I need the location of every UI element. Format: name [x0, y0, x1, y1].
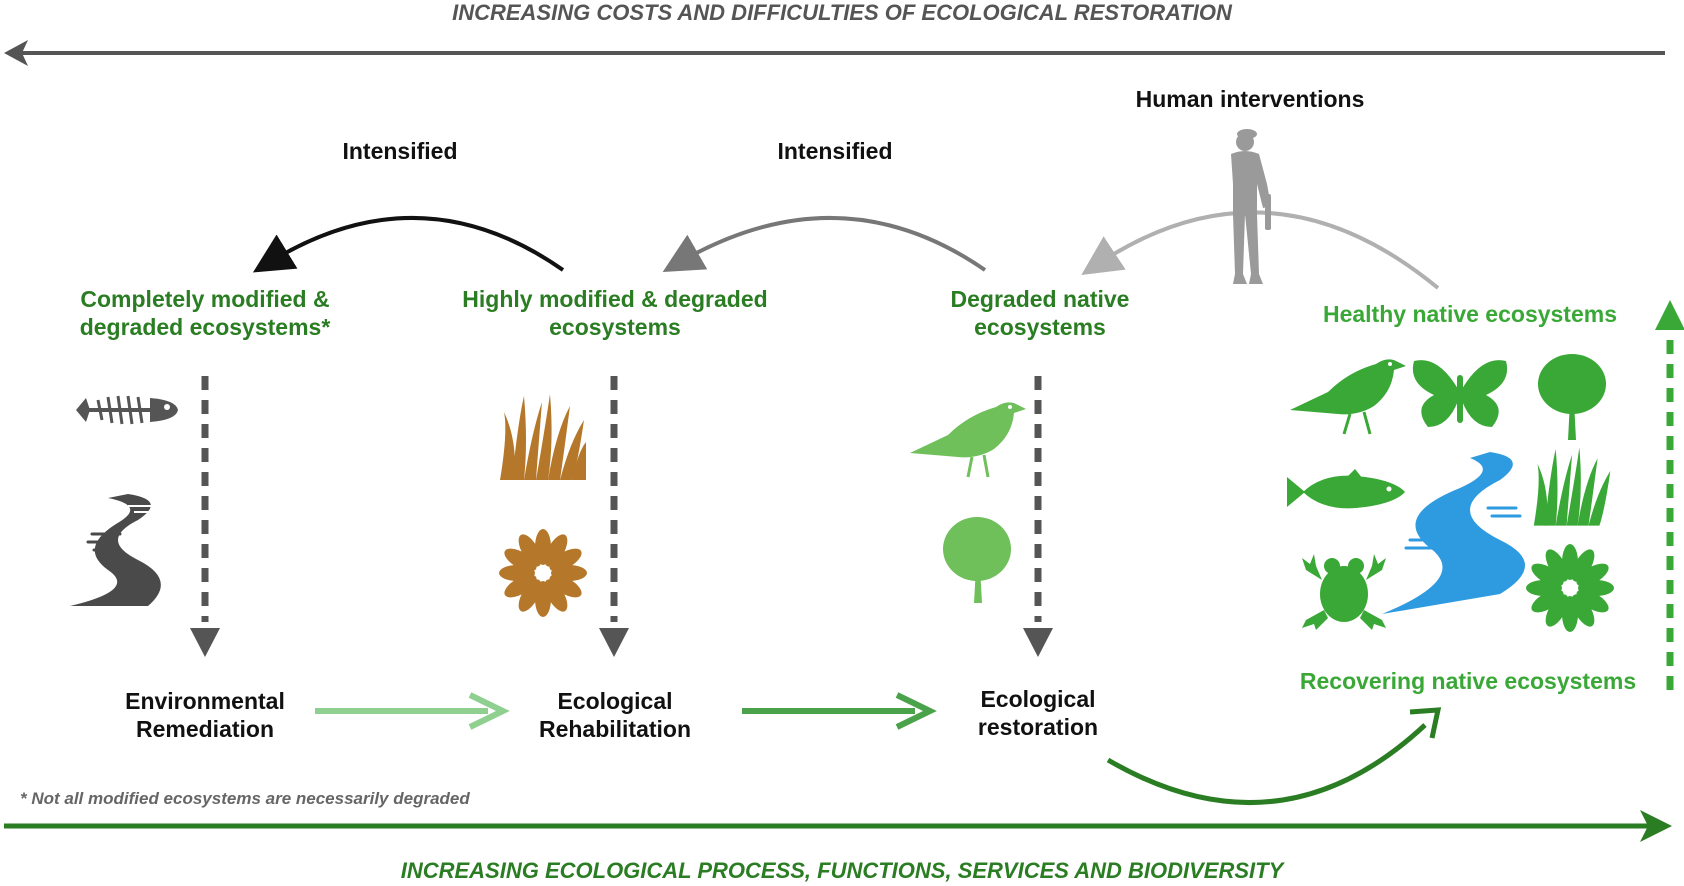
- grass-icon: [1533, 447, 1611, 526]
- highly-modified-line-1: Highly modified & degraded: [462, 286, 768, 312]
- completely-modified-label: Completely modified & degraded ecosystem…: [40, 286, 370, 341]
- degraded-native-line-2: ecosystems: [974, 313, 1106, 340]
- restoration-label: Ecological restoration: [928, 686, 1148, 741]
- remediation-line-2: Remediation: [135, 715, 275, 742]
- polluted-river-icon: [70, 494, 161, 606]
- arrow-restoration-to-recovery: [1106, 707, 1442, 805]
- river-icon: [1382, 452, 1525, 614]
- restoration-line-2: restoration: [977, 713, 1099, 740]
- bottom-banner: INCREASING ECOLOGICAL PROCESS, FUNCTIONS…: [400, 858, 1284, 883]
- rehabilitation-label: Ecological Rehabilitation: [505, 688, 725, 743]
- dry-grass-icon: [500, 394, 586, 480]
- fish-icon: [1287, 469, 1405, 509]
- remediation-label: Environmental Remediation: [95, 688, 315, 743]
- completely-modified-line-1: Completely modified &: [80, 286, 330, 312]
- dashed-arrow-rehabilitation: [599, 376, 629, 657]
- flower-icon: [1526, 544, 1614, 632]
- dashed-arrow-recovery: [1655, 300, 1684, 690]
- biodiversity-arrow: [4, 810, 1672, 842]
- top-banner: INCREASING COSTS AND DIFFICULTIES OF ECO…: [452, 0, 1232, 25]
- completely-modified-line-2: degraded ecosystems*: [79, 313, 331, 340]
- intensified-right-label: Intensified: [777, 138, 893, 164]
- degraded-native-line-1: Degraded native: [950, 286, 1130, 312]
- tree-icon: [943, 517, 1011, 603]
- healthy-bird-icon: [1290, 359, 1406, 435]
- rehabilitation-line-2: Rehabilitation: [538, 715, 692, 742]
- highly-modified-line-2: ecosystems: [549, 313, 681, 340]
- intensified-arc-left: [252, 215, 565, 273]
- fish-skeleton-icon: [76, 395, 178, 425]
- butterfly-icon: [1412, 360, 1508, 427]
- restoration-line-1: Ecological: [980, 686, 1096, 712]
- person-icon: [1231, 129, 1271, 284]
- intensified-left-label: Intensified: [342, 138, 458, 164]
- footnote: * Not all modified ecosystems are necess…: [20, 789, 470, 808]
- bird-icon: [910, 402, 1026, 478]
- intensified-arc-middle: [662, 215, 987, 272]
- rehabilitation-line-1: Ecological: [557, 688, 673, 714]
- arrow-rehabilitation-to-restoration: [742, 692, 937, 730]
- dashed-arrow-remediation: [190, 376, 220, 657]
- highly-modified-label: Highly modified & degraded ecosystems: [440, 286, 790, 341]
- recovering-native-label: Recovering native ecosystems: [1299, 668, 1637, 694]
- human-interventions-label: Human interventions: [1135, 86, 1365, 112]
- frog-icon: [1302, 554, 1386, 630]
- withered-flower-icon: [499, 529, 587, 617]
- degraded-native-label: Degraded native ecosystems: [900, 286, 1180, 341]
- arrow-remediation-to-rehabilitation: [315, 692, 510, 730]
- healthy-native-label: Healthy native ecosystems: [1322, 301, 1618, 327]
- cost-arrow: [4, 40, 1665, 66]
- dashed-arrow-restoration: [1023, 376, 1053, 657]
- healthy-tree-icon: [1538, 354, 1606, 440]
- remediation-line-1: Environmental: [125, 688, 285, 714]
